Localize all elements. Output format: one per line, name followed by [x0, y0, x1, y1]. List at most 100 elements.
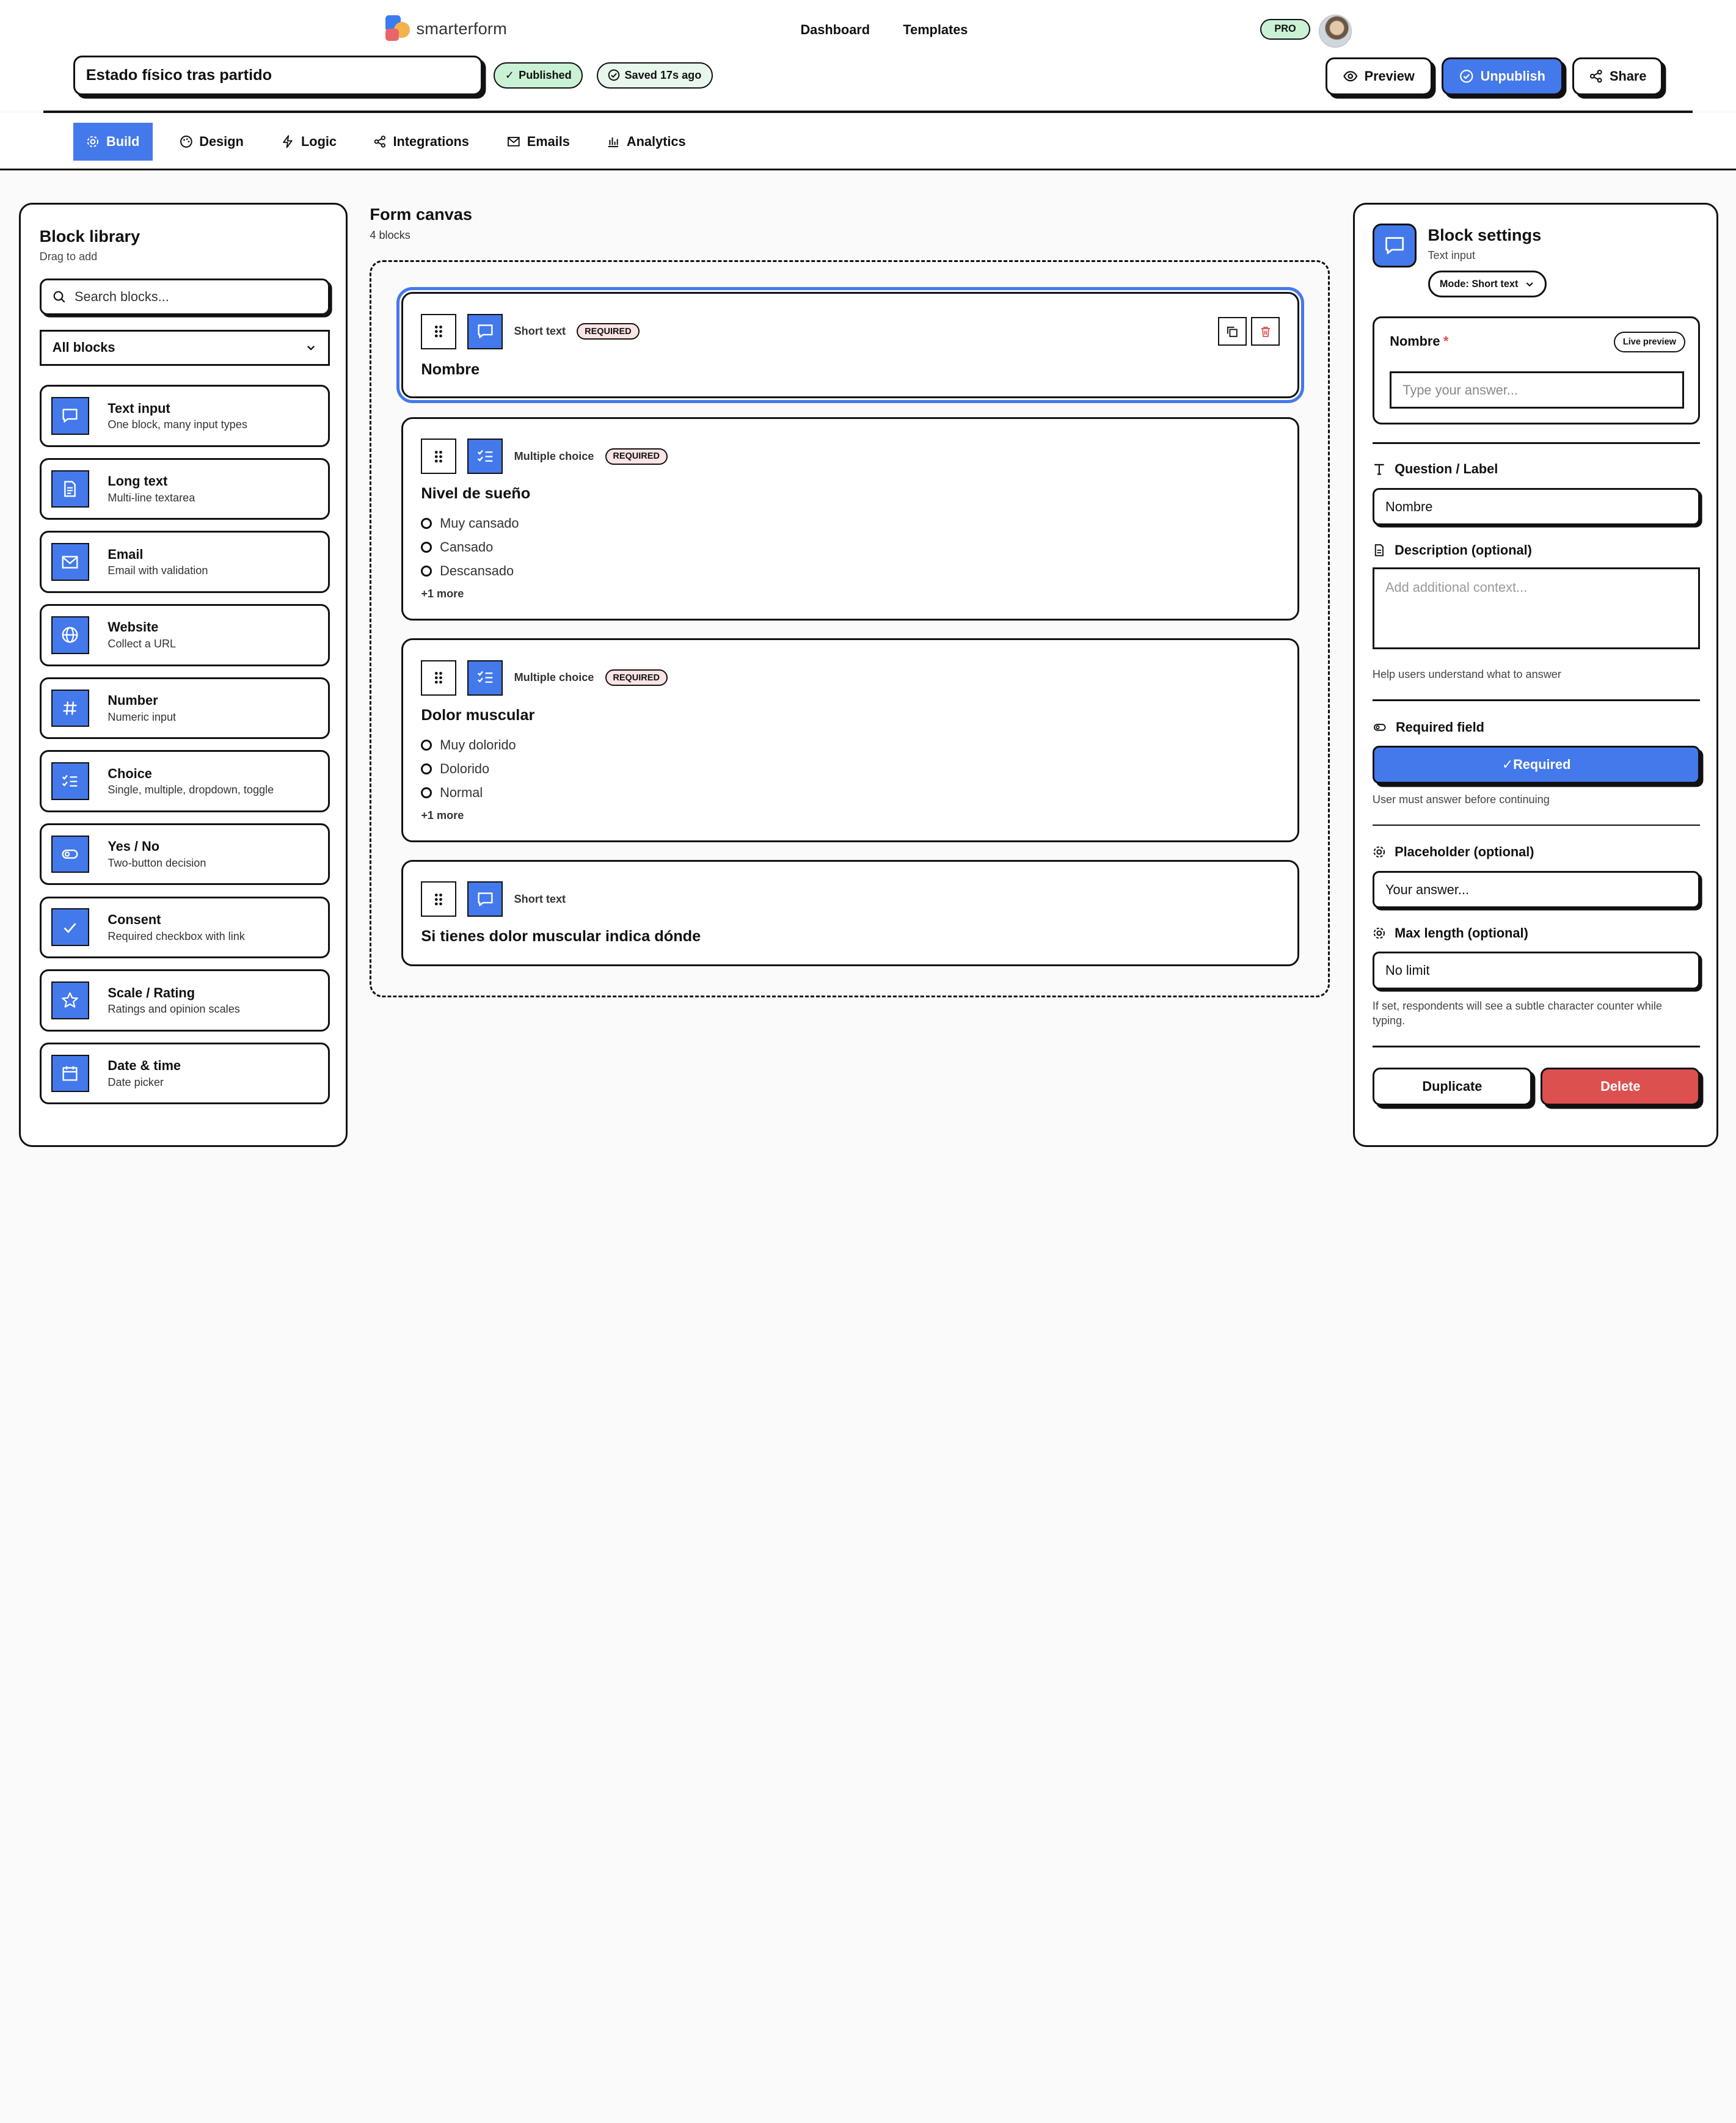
drag-handle-icon[interactable] [421, 439, 457, 475]
max-length-input[interactable]: No limit [1372, 952, 1701, 989]
globe-icon [51, 616, 89, 654]
form-title-input[interactable]: Estado físico tras partido [73, 55, 483, 95]
divider [1372, 442, 1701, 445]
published-label: Published [519, 68, 572, 81]
form-canvas[interactable]: Short text REQUIRED Nombre Multiple choi… [370, 260, 1330, 998]
block-search-input[interactable]: Search blocks... [39, 279, 330, 315]
option-label: Muy dolorido [440, 737, 516, 752]
placeholder-label-text: Placeholder (optional) [1395, 844, 1534, 860]
preview-answer-input[interactable]: Type your answer... [1390, 371, 1685, 409]
card-header: Multiple choice REQUIRED [421, 660, 668, 696]
logo[interactable]: smarterform [385, 15, 507, 42]
block-filter-select[interactable]: All blocks [39, 329, 330, 366]
library-title: Block library [39, 226, 140, 246]
card-header: Short text [421, 881, 566, 917]
gear-icon [87, 136, 99, 148]
preview-question: Nombre* [1390, 333, 1448, 349]
preview-button[interactable]: Preview [1325, 57, 1433, 95]
nodes-icon [374, 136, 385, 148]
canvas-card-dolor-donde[interactable]: Short text Si tienes dolor muscular indi… [401, 859, 1300, 966]
unpublish-button[interactable]: Unpublish [1441, 57, 1564, 95]
check-circle-icon [608, 69, 620, 81]
tab-analytics[interactable]: Analytics [594, 123, 699, 161]
duplicate-button[interactable]: Duplicate [1372, 1068, 1532, 1106]
drag-handle-icon[interactable] [421, 313, 457, 349]
question-label-text: Question / Label [1395, 461, 1498, 477]
copy-icon [1227, 326, 1238, 337]
nav-dashboard[interactable]: Dashboard [800, 22, 870, 38]
required-star: * [1443, 333, 1449, 349]
description-textarea[interactable]: Add additional context... [1372, 567, 1701, 650]
block-desc: Numeric input [108, 710, 177, 723]
divider [1372, 824, 1701, 826]
canvas-card-dolor-muscular[interactable]: Multiple choice REQUIRED Dolor muscular … [401, 638, 1300, 842]
required-toggle-button[interactable]: ✓Required [1372, 746, 1701, 784]
share-icon [1589, 70, 1602, 83]
block-name: Website [108, 619, 159, 635]
card-header: Short text REQUIRED [421, 313, 640, 349]
library-subtitle: Drag to add [39, 250, 98, 263]
nav-templates[interactable]: Templates [903, 22, 968, 38]
radio-icon [421, 763, 432, 774]
divider [1372, 1046, 1701, 1047]
palette-icon [180, 136, 192, 148]
tab-logic-label: Logic [301, 134, 337, 149]
tab-emails[interactable]: Emails [494, 123, 583, 161]
delete-block-button[interactable] [1251, 316, 1280, 346]
more-options-label: +1 more [421, 809, 464, 821]
tab-integrations[interactable]: Integrations [360, 123, 483, 161]
mode-select[interactable]: Mode: Short text [1428, 271, 1547, 297]
mode-label: Mode: Short text [1439, 278, 1519, 290]
option-item: Dolorido [421, 757, 516, 781]
document-icon [51, 470, 89, 508]
question-label-input[interactable]: Nombre [1372, 487, 1701, 526]
chat-icon [51, 397, 89, 435]
drag-handle-icon[interactable] [421, 660, 457, 696]
tab-design[interactable]: Design [166, 123, 257, 161]
block-name: Number [108, 693, 158, 708]
option-item: Normal [421, 781, 516, 804]
block-name: Email [108, 546, 144, 562]
canvas-card-nombre[interactable]: Short text REQUIRED Nombre [396, 286, 1305, 404]
gear-icon [1373, 927, 1385, 939]
bolt-icon [283, 135, 293, 148]
settings-subtitle: Text input [1428, 249, 1476, 262]
checklist-icon [51, 762, 89, 800]
required-badge: REQUIRED [605, 448, 668, 465]
star-icon [51, 981, 89, 1019]
tab-logic[interactable]: Logic [268, 123, 350, 161]
tab-bar: Build Design Logic Integrations Emails A… [0, 112, 1736, 171]
drag-handle-icon[interactable] [421, 881, 457, 917]
canvas-card-nivel-de-sueno[interactable]: Multiple choice REQUIRED Nivel de sueño … [401, 417, 1300, 621]
description-heading: Description (optional) [1373, 542, 1532, 558]
placeholder-input[interactable]: Your answer... [1372, 870, 1701, 909]
option-item: Descansado [421, 559, 519, 583]
tab-build[interactable]: Build [73, 123, 153, 161]
block-name: Scale / Rating [108, 985, 195, 1000]
duplicate-block-button[interactable] [1217, 316, 1247, 346]
card-header: Multiple choice REQUIRED [421, 439, 668, 475]
chart-icon [608, 137, 619, 148]
share-label: Share [1610, 68, 1647, 84]
card-question: Dolor muscular [421, 706, 535, 724]
page: smarterform Dashboard Templates PRO Esta… [0, 14, 1736, 1147]
share-button[interactable]: Share [1572, 57, 1663, 95]
mail-icon [51, 543, 89, 581]
tab-integrations-label: Integrations [393, 134, 469, 149]
delete-button[interactable]: Delete [1541, 1068, 1701, 1106]
avatar[interactable] [1318, 14, 1352, 48]
option-list: Muy dolorido Dolorido Normal +1 more [421, 733, 516, 821]
option-label: Dolorido [440, 760, 490, 776]
tab-build-label: Build [106, 134, 140, 149]
block-name: Date & time [108, 1058, 181, 1074]
